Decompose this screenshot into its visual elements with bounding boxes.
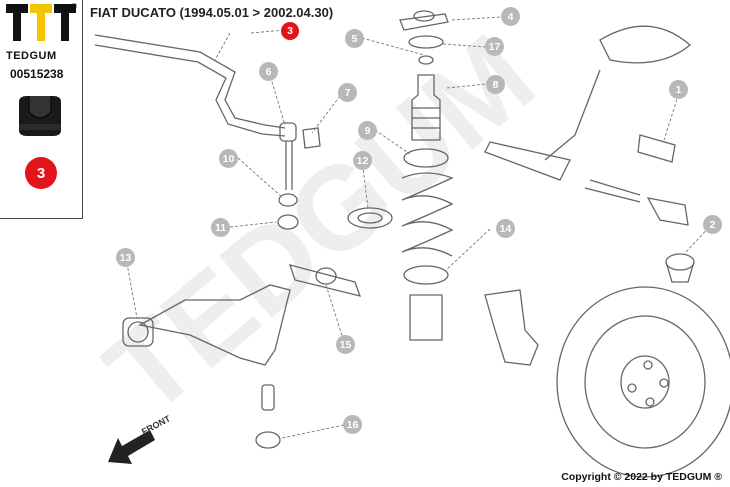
washer-10 [278,193,298,207]
tie-rod-end [646,197,689,226]
bushing-thumbnail [19,96,61,136]
callout-4[interactable]: 4 [501,7,520,26]
bump-stop [411,74,441,141]
bushing-13 [122,317,154,347]
callout-5[interactable]: 5 [345,29,364,48]
callout-10[interactable]: 10 [219,149,238,168]
steering-knuckle [484,289,539,366]
callout-6[interactable]: 6 [259,62,278,81]
callout-9[interactable]: 9 [358,121,377,140]
callout-8[interactable]: 8 [486,75,505,94]
damper-body [409,294,443,341]
steering-column [599,25,692,64]
part-info-panel: ® TEDGUM 00515238 3 [0,0,83,219]
boot-1 [637,134,676,163]
bracket-15 [289,264,362,297]
boot-16 [255,431,281,449]
callout-17[interactable]: 17 [485,37,504,56]
vehicle-title: FIAT DUCATO (1994.05.01 > 2002.04.30) [90,5,334,20]
callout-3[interactable]: 3 [281,22,299,40]
strut-mount [399,13,449,31]
callout-15[interactable]: 15 [336,335,355,354]
callout-16[interactable]: 16 [343,415,362,434]
coil-spring [401,172,454,257]
callout-11[interactable]: 11 [211,218,230,237]
part-number: 00515238 [10,67,64,81]
callout-7[interactable]: 7 [338,83,357,102]
lower-control-arm [138,284,291,366]
bearing-17 [408,35,444,49]
stabilizer-bar [94,34,286,129]
callout-14[interactable]: 14 [496,219,515,238]
callout-2[interactable]: 2 [703,215,722,234]
link-rod-top [279,122,297,142]
washer-11 [277,214,299,230]
copyright-text: Copyright © 2022 by TEDGUM ® [561,471,722,483]
callout-13[interactable]: 13 [116,248,135,267]
bearing-12 [347,207,393,229]
link-bush [302,127,321,149]
spring-seat [403,148,449,168]
selected-part-badge: 3 [25,157,57,189]
brand-name: TEDGUM [6,50,57,62]
wheel-tire [556,286,730,478]
front-arrow [108,430,155,464]
lower-seat [403,265,449,285]
registered-mark: ® [71,2,77,11]
wheel-hub [620,355,670,409]
nut-5 [418,55,434,65]
watermark-text: TEDGUM [82,10,559,440]
ball-joint-boot [665,253,695,271]
tedgum-logo [6,4,76,41]
callout-12[interactable]: 12 [353,151,372,170]
callout-1[interactable]: 1 [669,80,688,99]
